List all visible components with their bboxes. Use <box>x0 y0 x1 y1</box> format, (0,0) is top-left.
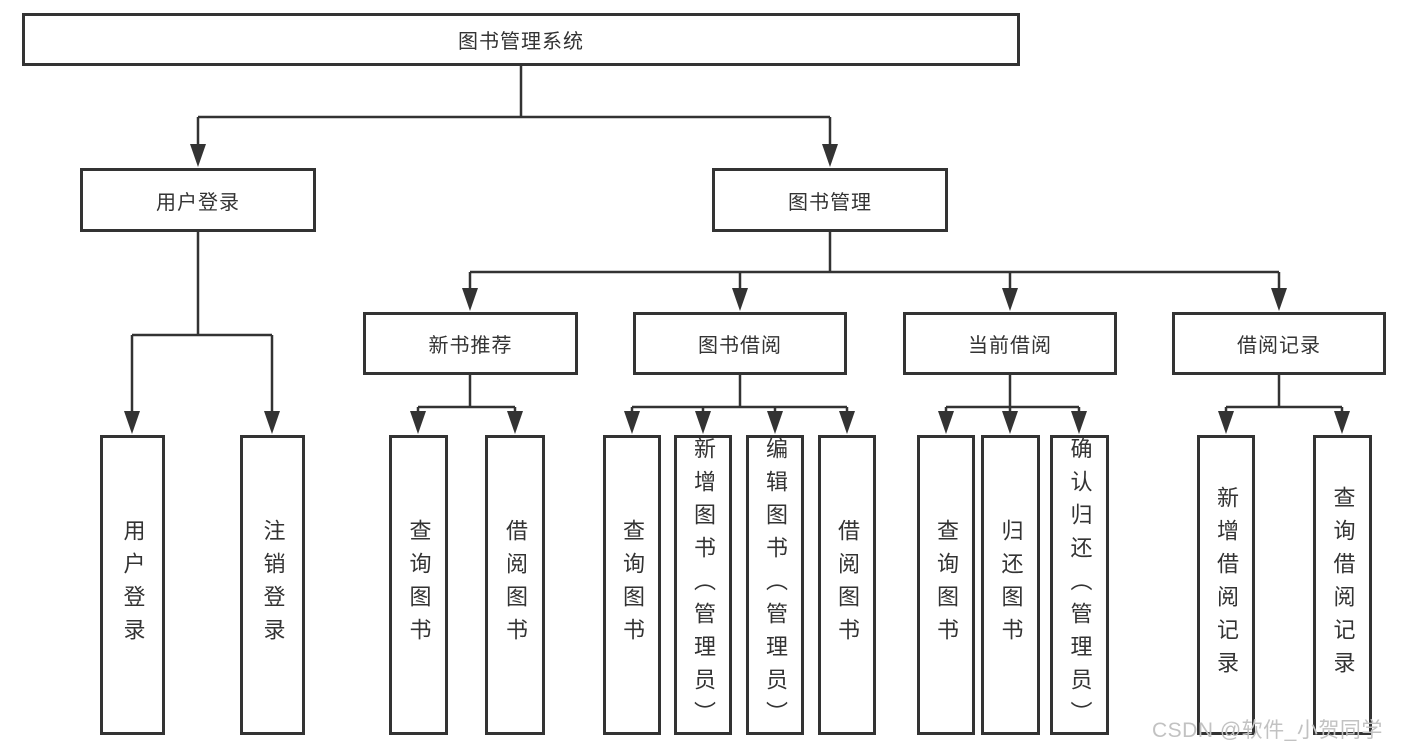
csdn-watermark: CSDN @软件_小贺同学 <box>1152 719 1383 742</box>
arrow-down-icon <box>190 144 206 167</box>
node-root-label: 图书管理系统 <box>458 31 584 53</box>
leaf-newbooks-borrow-label: 借阅图书 <box>503 519 528 651</box>
node-book-management-label: 图书管理 <box>788 191 872 214</box>
leaf-records-query: 查询借阅记录 <box>1313 435 1372 735</box>
leaf-borrow-add-admin-label: 新增图书（管理员） <box>691 436 716 734</box>
leaf-borrow-edit-admin-label: 编辑图书（管理员） <box>763 436 788 734</box>
arrow-down-icon <box>507 411 523 434</box>
arrow-down-icon <box>938 411 954 434</box>
node-borrow-records-label: 借阅记录 <box>1237 335 1321 357</box>
node-new-book-recommend: 新书推荐 <box>363 312 578 375</box>
arrow-down-icon <box>767 411 783 434</box>
leaf-current-query: 查询图书 <box>917 435 975 735</box>
arrow-down-icon <box>1218 411 1234 434</box>
leaf-logout-label: 注销登录 <box>260 519 286 651</box>
leaf-borrow-query-label: 查询图书 <box>620 519 645 651</box>
leaf-borrow-edit-admin: 编辑图书（管理员） <box>746 435 804 735</box>
node-borrow-records: 借阅记录 <box>1172 312 1386 375</box>
leaf-current-confirm-admin-label: 确认归还（管理员） <box>1067 436 1093 734</box>
arrowhead-icons <box>124 144 1350 434</box>
arrow-down-icon <box>1334 411 1350 434</box>
leaf-borrow-query: 查询图书 <box>603 435 661 735</box>
arrow-down-icon <box>410 411 426 434</box>
leaf-records-add: 新增借阅记录 <box>1197 435 1255 735</box>
arrow-down-icon <box>732 288 748 311</box>
node-book-borrow-label: 图书借阅 <box>698 335 782 357</box>
arrow-down-icon <box>1002 288 1018 311</box>
arrow-down-icon <box>1002 411 1018 434</box>
arrow-down-icon <box>822 144 838 167</box>
leaf-current-confirm-admin: 确认归还（管理员） <box>1050 435 1109 735</box>
leaf-logout: 注销登录 <box>240 435 305 735</box>
leaf-borrow-borrow: 借阅图书 <box>818 435 876 735</box>
leaf-current-return-label: 归还图书 <box>998 519 1024 651</box>
node-current-borrow: 当前借阅 <box>903 312 1117 375</box>
leaf-borrow-add-admin: 新增图书（管理员） <box>674 435 732 735</box>
leaf-newbooks-query-label: 查询图书 <box>406 519 432 651</box>
leaf-current-query-label: 查询图书 <box>934 519 959 651</box>
leaf-newbooks-borrow: 借阅图书 <box>485 435 545 735</box>
node-user-login-label: 用户登录 <box>156 191 240 214</box>
node-new-book-recommend-label: 新书推荐 <box>428 335 513 357</box>
arrow-down-icon <box>124 411 140 434</box>
node-user-login: 用户登录 <box>80 168 316 232</box>
arrow-down-icon <box>695 411 711 434</box>
leaf-records-query-label: 查询借阅记录 <box>1330 486 1356 684</box>
leaf-user-login: 用户登录 <box>100 435 165 735</box>
arrow-down-icon <box>264 411 280 434</box>
node-book-borrow: 图书借阅 <box>633 312 847 375</box>
arrow-down-icon <box>839 411 855 434</box>
leaf-current-return: 归还图书 <box>981 435 1040 735</box>
leaf-borrow-borrow-label: 借阅图书 <box>835 519 860 651</box>
node-book-management: 图书管理 <box>712 168 948 232</box>
arrow-down-icon <box>462 288 478 311</box>
node-root: 图书管理系统 <box>22 13 1020 66</box>
node-current-borrow-label: 当前借阅 <box>968 335 1052 357</box>
arrow-down-icon <box>1271 288 1287 311</box>
arrow-down-icon <box>624 411 640 434</box>
arrow-down-icon <box>1071 411 1087 434</box>
leaf-records-add-label: 新增借阅记录 <box>1214 486 1239 684</box>
leaf-newbooks-query: 查询图书 <box>389 435 448 735</box>
leaf-user-login-label: 用户登录 <box>120 519 146 651</box>
